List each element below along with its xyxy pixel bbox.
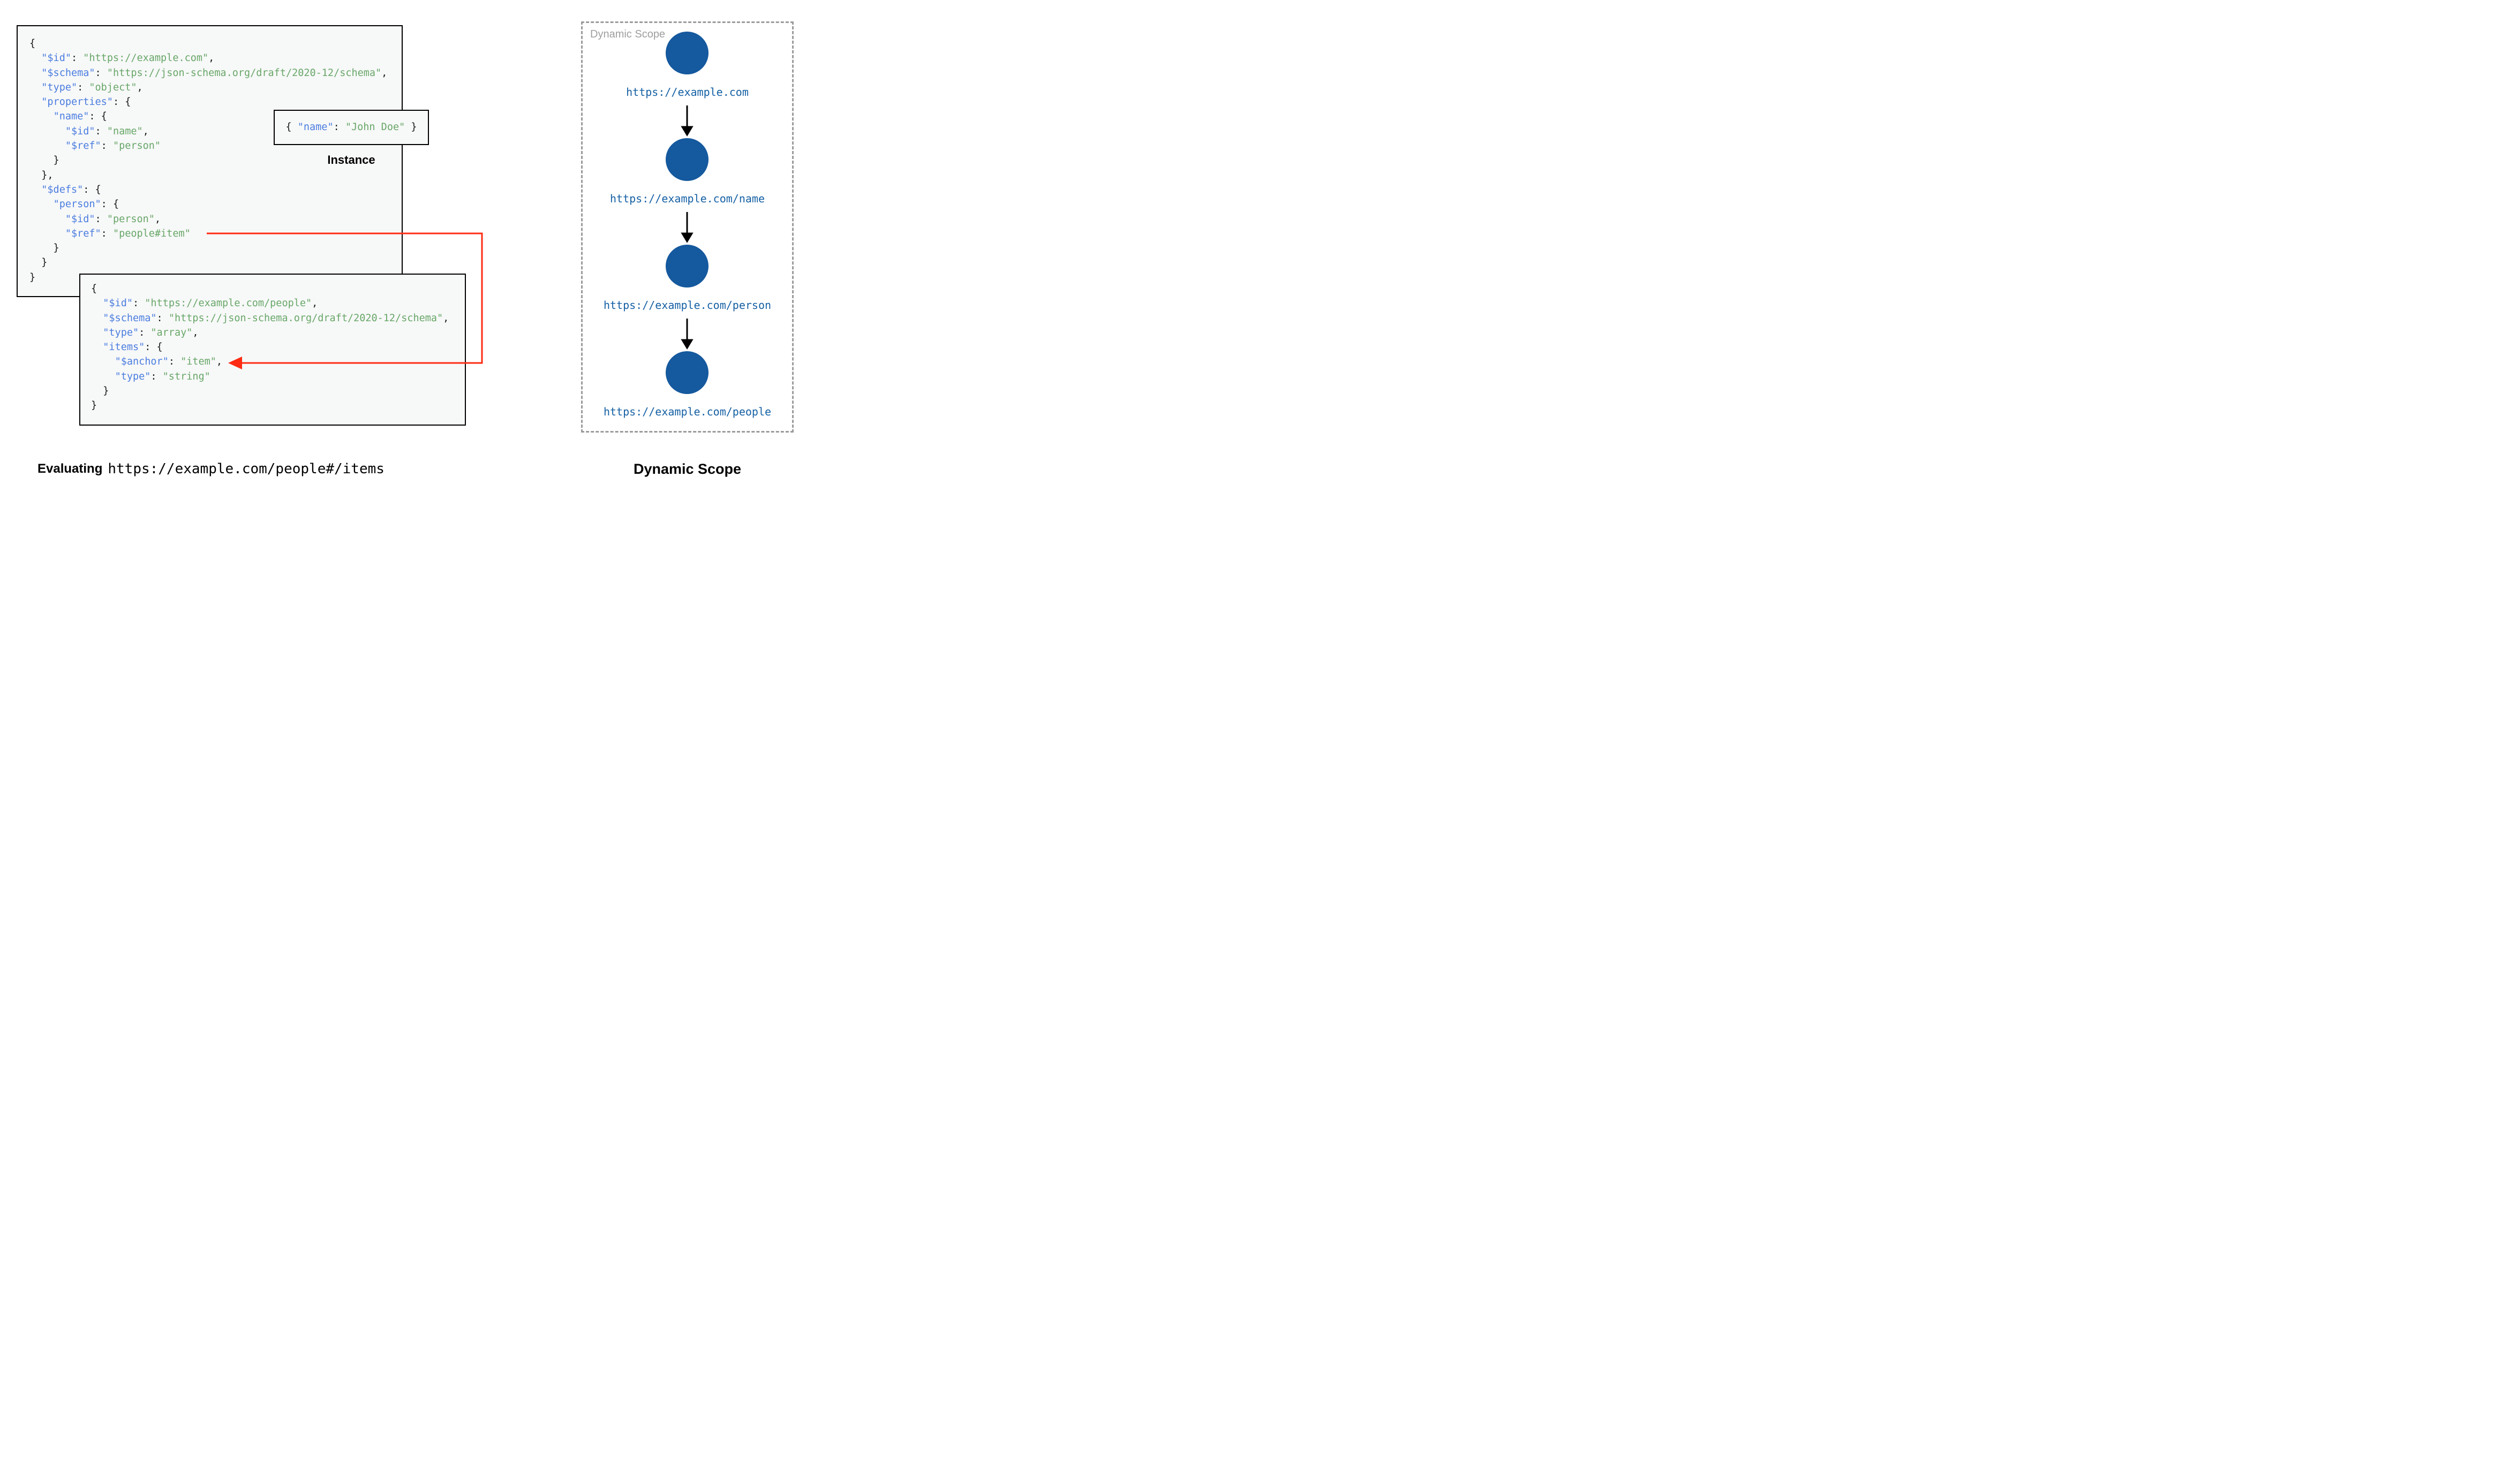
code-line: "$id": "person", (65, 213, 161, 225)
code-line: { (91, 283, 97, 294)
code-line: "properties": { (41, 96, 131, 108)
code-line: "$defs": { (41, 184, 101, 195)
code-line: "name": { (53, 111, 107, 123)
diagram-canvas: { "$id": "https://example.com", "$schema… (0, 0, 839, 495)
scope-node-label-2: https://example.com/name (610, 192, 765, 205)
code-line: "$anchor": "item", (115, 356, 223, 368)
code-line: "$schema": "https://json-schema.org/draf… (103, 312, 449, 324)
code-line: "$schema": "https://json-schema.org/draf… (41, 67, 388, 79)
code-line: "$ref": "people#item" (65, 228, 191, 239)
schema1-code: { "$id": "https://example.com", "$schema… (18, 26, 402, 285)
evaluating-caption: Evaluating https://example.com/people#/i… (37, 458, 385, 480)
schema2-box: { "$id": "https://example.com/people", "… (79, 274, 466, 426)
code-line: "person": { (53, 199, 119, 210)
code-line: "type": "object", (41, 81, 143, 93)
code-line: } (29, 243, 59, 254)
evaluating-uri: https://example.com/people#/items (108, 461, 385, 477)
code-line: } (29, 271, 36, 283)
instance-box: { "name": "John Doe" } (274, 110, 429, 145)
code-line: } (29, 257, 48, 269)
code-line: "$id": "https://example.com", (41, 52, 215, 64)
scope-node-label-3: https://example.com/person (603, 299, 772, 312)
scope-node-circle-3 (666, 245, 709, 287)
dynamic-scope-box: Dynamic Scope (581, 21, 794, 433)
dynamic-scope-box-label: Dynamic Scope (590, 28, 666, 40)
code-line: "items": { (103, 342, 163, 353)
schema2-code: { "$id": "https://example.com/people", "… (80, 275, 465, 413)
code-line: }, (29, 169, 54, 181)
instance-code: { "name": "John Doe" } (285, 120, 417, 134)
code-line: "$id": "name", (65, 125, 149, 137)
code-line: } (91, 385, 109, 397)
scope-node-circle-4 (666, 351, 709, 394)
instance-caption: Instance (327, 153, 375, 166)
code-line: } (29, 155, 59, 166)
code-line: "$id": "https://example.com/people", (103, 298, 318, 309)
code-line: { (29, 38, 36, 49)
scope-node-label-4: https://example.com/people (603, 405, 772, 418)
code-line: } (91, 400, 97, 412)
code-line: "$ref": "person" (65, 140, 161, 152)
dynamic-scope-caption: Dynamic Scope (633, 461, 742, 477)
scope-node-label-1: https://example.com (626, 86, 749, 99)
scope-node-circle-2 (666, 138, 709, 181)
code-line: "type": "string" (115, 370, 210, 382)
evaluating-label: Evaluating (37, 461, 103, 476)
code-line: "type": "array", (103, 327, 199, 338)
scope-node-circle-1 (666, 32, 709, 74)
code-line: { "name": "John Doe" } (285, 122, 417, 133)
